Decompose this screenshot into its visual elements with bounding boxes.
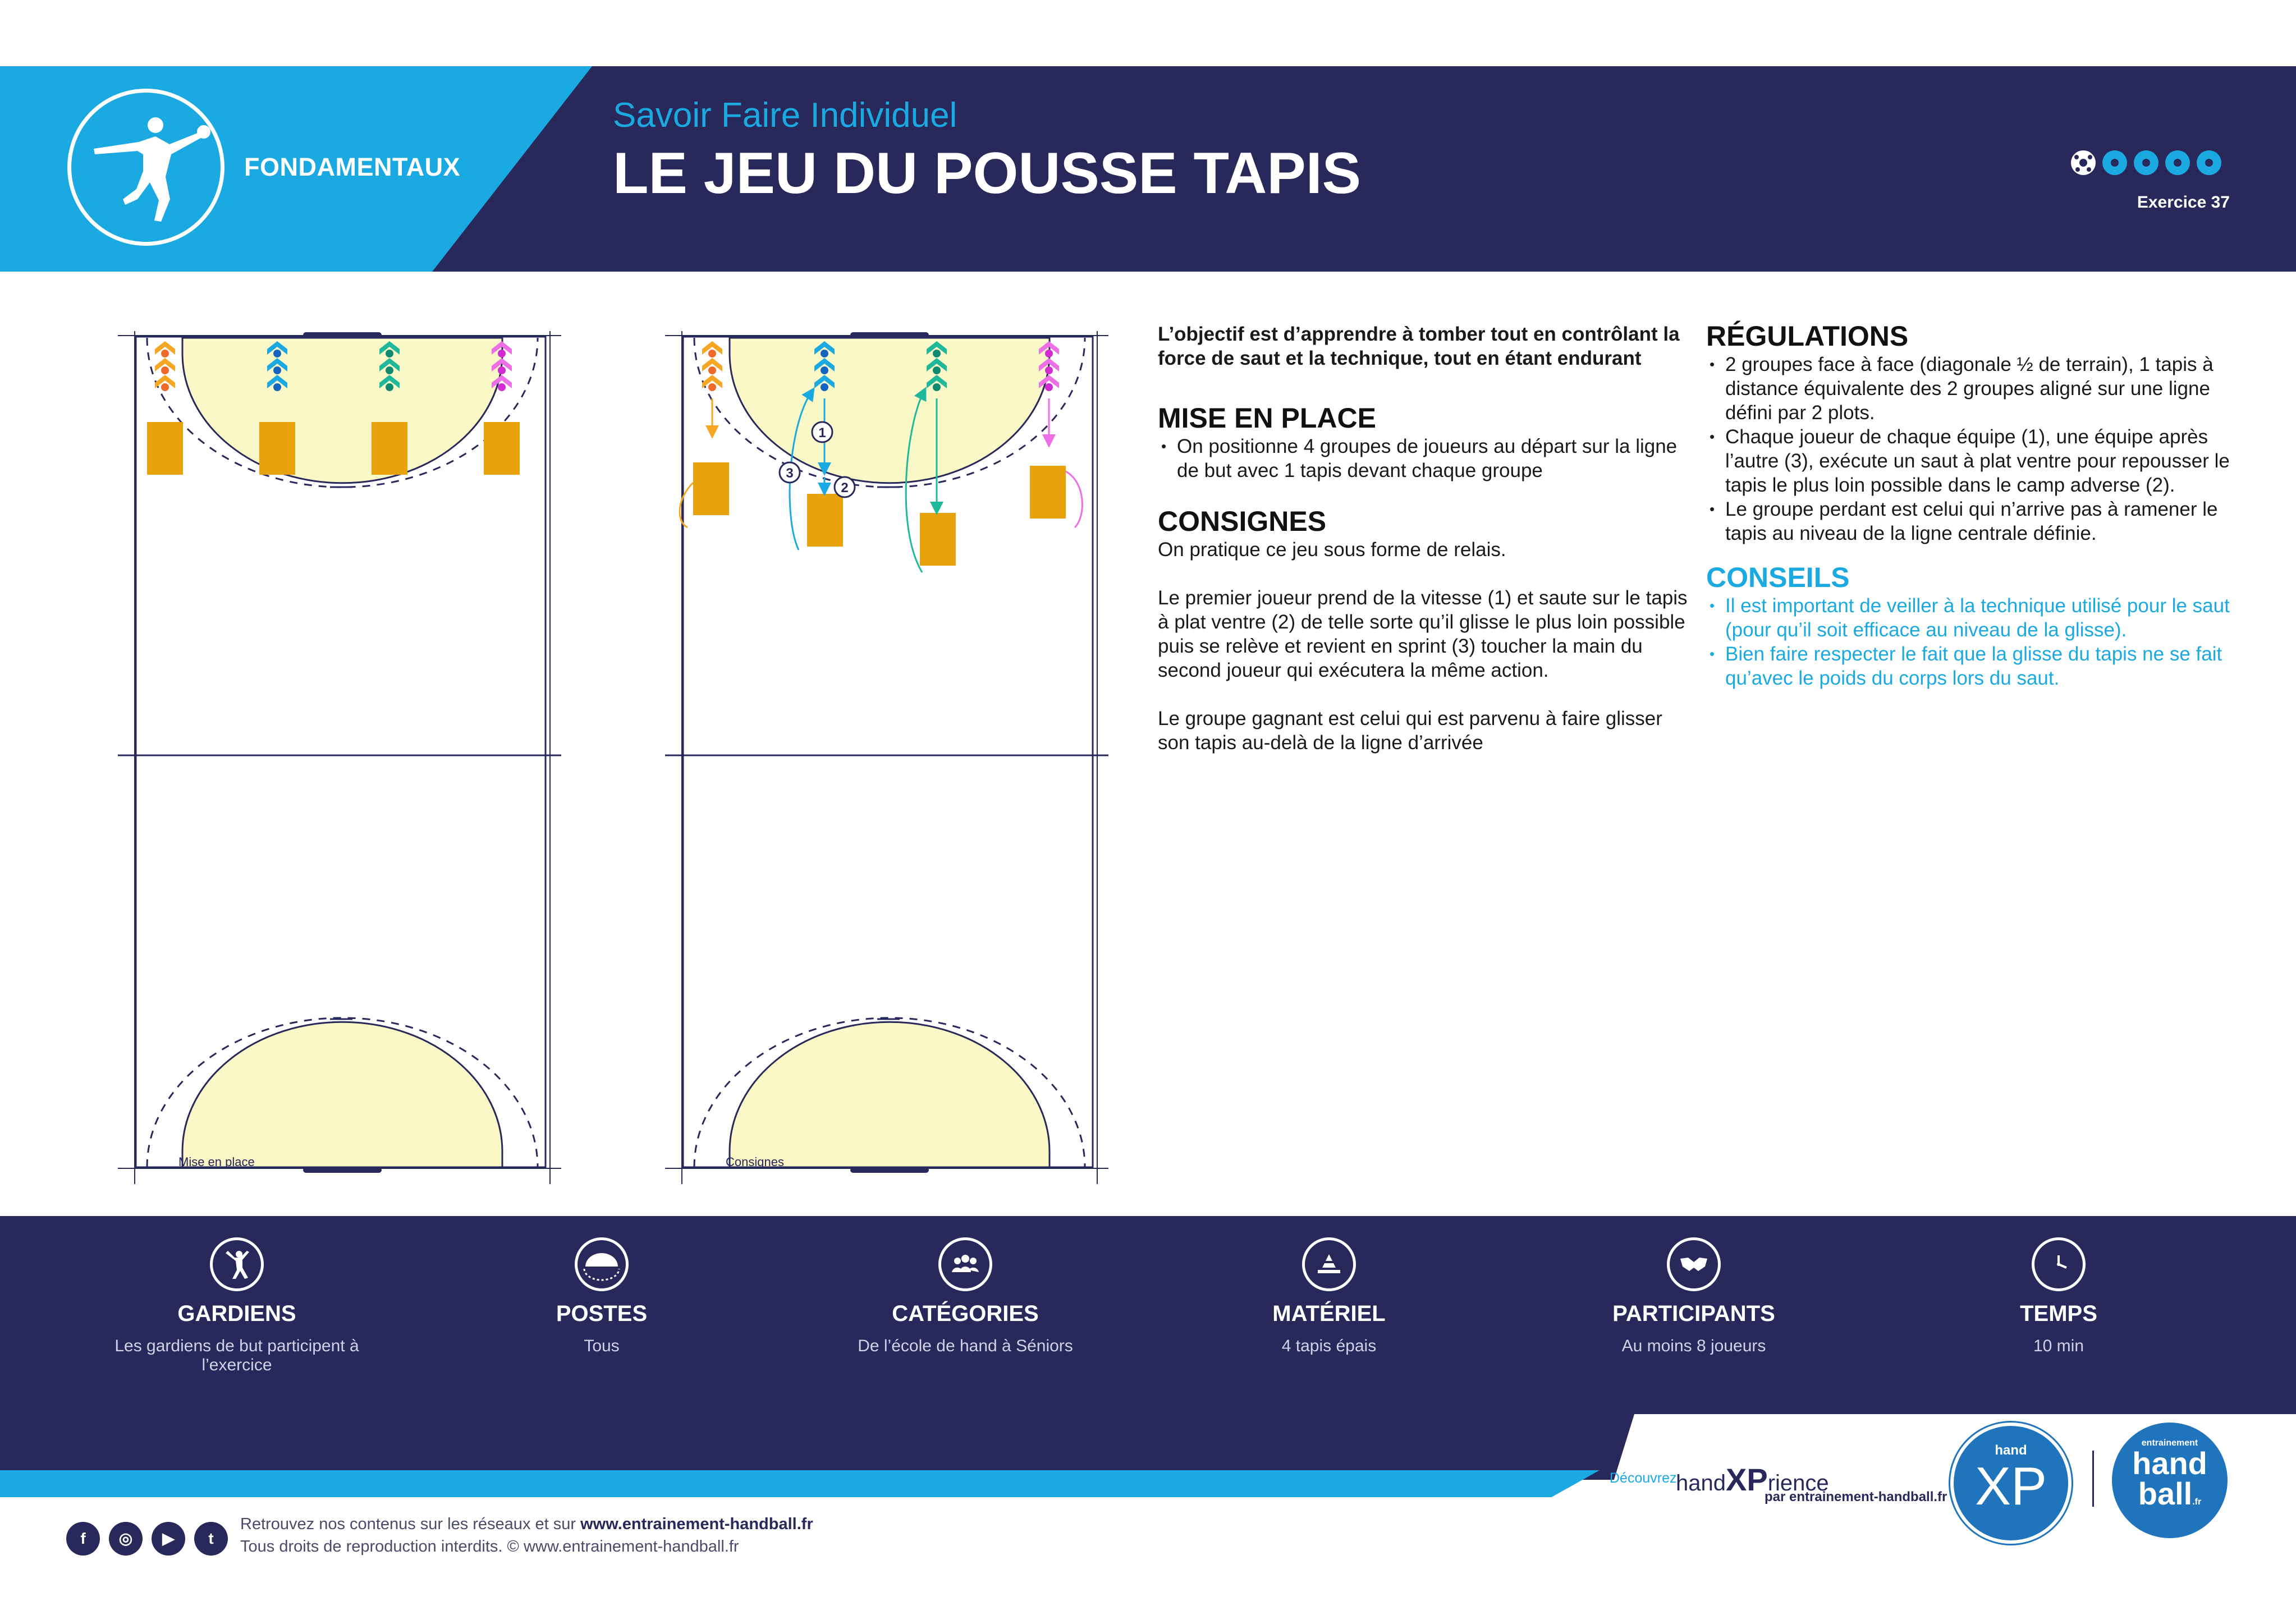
goalkeeper-icon (210, 1237, 264, 1291)
mat (147, 422, 183, 475)
regulations-column: RÉGULATIONS 2 groupes face à face (diago… (1706, 320, 2234, 690)
step-marker-1: 1 (811, 421, 833, 443)
list-item: Le groupe perdant est celui qui n’arrive… (1706, 497, 2234, 545)
info-categories: CATÉGORIES De l’école de hand à Séniors (808, 1237, 1122, 1356)
clock-icon (2032, 1237, 2086, 1291)
player-group-pink (492, 341, 512, 391)
info-label: MATÉRIEL (1272, 1301, 1386, 1326)
diagram-label: Consignes (726, 1155, 784, 1169)
info-label: CATÉGORIES (892, 1301, 1039, 1326)
svg-text:2: 2 (841, 480, 848, 496)
ball-icon-filled (2071, 150, 2096, 175)
court-diagrams: Mise en place (118, 331, 1108, 1184)
info-value: 10 min (2033, 1337, 2084, 1355)
player-group-orange (155, 341, 175, 391)
list-item: 2 groupes face à face (diagonale ½ de te… (1706, 352, 2234, 425)
category-label: FONDAMENTAUX (244, 153, 461, 181)
player-group-pink (1039, 341, 1059, 391)
instructions-heading: CONSIGNES (1158, 506, 1327, 537)
mat (259, 422, 295, 475)
player-group-green (379, 341, 400, 391)
info-label: POSTES (556, 1301, 648, 1326)
info-label: PARTICIPANTS (1612, 1301, 1775, 1326)
difficulty-rating (2070, 148, 2233, 180)
xp-logo[interactable]: hand XP (1950, 1423, 2072, 1544)
list-item: Bien faire respecter le fait que la glis… (1706, 642, 2234, 690)
difficulty-balls (2071, 150, 2221, 175)
handball-player-logo (67, 89, 224, 246)
movement-arrows (679, 387, 1083, 573)
info-positions: POSTES Tous (444, 1237, 759, 1356)
twitter-icon[interactable]: t (194, 1522, 228, 1556)
facebook-icon[interactable]: f (66, 1522, 100, 1556)
diagram-label: Mise en place (178, 1155, 255, 1169)
objective-text: L’objectif est d’apprendre à tomber tout… (1158, 323, 1680, 369)
info-goalkeepers: GARDIENS Les gardiens de but participent… (80, 1237, 394, 1375)
step-marker-2: 2 (833, 476, 856, 498)
player-group-orange (702, 341, 722, 391)
mat (1030, 466, 1066, 519)
regulations-heading: RÉGULATIONS (1706, 320, 1909, 352)
entrainement-handball-logo[interactable]: entrainement hand ball.fr (2112, 1423, 2228, 1538)
exercise-number: Exercice 37 (2137, 193, 2230, 212)
discover-label: Découvrez (1610, 1470, 1677, 1486)
mat (372, 422, 407, 475)
handshake-icon (1667, 1237, 1721, 1291)
mat (484, 422, 520, 475)
footer-accent-strip (0, 1470, 1600, 1497)
website-link[interactable]: www.entrainement-handball.fr (580, 1515, 813, 1533)
list-item: Il est important de veiller à la techniq… (1706, 594, 2234, 642)
mat (807, 494, 843, 547)
court-instructions: 1 2 3 Consignes (665, 331, 1108, 1184)
social-links: f ◎ ▶ t (66, 1522, 237, 1556)
mat (920, 513, 956, 566)
mat (693, 462, 729, 515)
player-group-blue (814, 341, 835, 391)
player-group-blue (267, 341, 287, 391)
list-item: On positionne 4 groupes de joueurs au dé… (1158, 434, 1697, 483)
list-item: Chaque joueur de chaque équipe (1), une … (1706, 425, 2234, 497)
youtube-icon[interactable]: ▶ (152, 1522, 185, 1556)
advice-list: Il est important de veiller à la techniq… (1706, 594, 2234, 690)
setup-list: On positionne 4 groupes de joueurs au dé… (1158, 434, 1697, 483)
svg-text:3: 3 (786, 466, 793, 481)
footer-social-text: Retrouvez nos contenus sur les réseaux e… (240, 1515, 813, 1533)
handxp-brand-sub: par entrainement-handball.fr (1765, 1489, 1947, 1504)
player-group-green (927, 341, 947, 391)
info-value: Au moins 8 joueurs (1621, 1337, 1766, 1355)
info-value: 4 tapis épais (1281, 1337, 1377, 1355)
info-value: De l’école de hand à Séniors (858, 1337, 1073, 1355)
ball-icon-empty (2102, 150, 2221, 175)
regulations-list: 2 groupes face à face (diagonale ½ de te… (1706, 352, 2234, 545)
page-title: LE JEU DU POUSSE TAPIS (613, 141, 1362, 206)
setup-heading: MISE EN PLACE (1158, 402, 1376, 434)
instructions-paragraph: On pratique ce jeu sous forme de relais. (1158, 539, 1506, 561)
info-value: Tous (584, 1337, 620, 1355)
svg-text:1: 1 (818, 425, 826, 441)
logo-divider (2092, 1451, 2094, 1507)
cone-icon (1302, 1237, 1356, 1291)
player-silhouette-icon (94, 117, 210, 222)
instagram-icon[interactable]: ◎ (109, 1522, 143, 1556)
description-column: L’objectif est d’apprendre à tomber tout… (1158, 322, 1697, 755)
instructions-paragraph: Le premier joueur prend de la vitesse (1… (1158, 587, 1688, 681)
info-time: TEMPS 10 min (1901, 1237, 2216, 1356)
group-icon (938, 1237, 992, 1291)
info-value: Les gardiens de but participent à l’exer… (114, 1337, 359, 1374)
info-label: TEMPS (2020, 1301, 2097, 1326)
info-participants: PARTICIPANTS Au moins 8 joueurs (1537, 1237, 1851, 1356)
court-setup: Mise en place (118, 331, 561, 1184)
page-subtitle: Savoir Faire Individuel (613, 96, 957, 135)
handxp-brand[interactable]: handXPrience (1676, 1462, 1829, 1497)
advice-heading: CONSEILS (1706, 562, 1850, 593)
copyright-text: Tous droits de reproduction interdits. ©… (240, 1538, 739, 1556)
instructions-paragraph: Le groupe gagnant est celui qui est parv… (1158, 708, 1662, 754)
info-equipment: MATÉRIEL 4 tapis épais (1172, 1237, 1486, 1356)
step-marker-3: 3 (778, 461, 801, 484)
court-icon (575, 1237, 629, 1291)
info-label: GARDIENS (177, 1301, 296, 1326)
